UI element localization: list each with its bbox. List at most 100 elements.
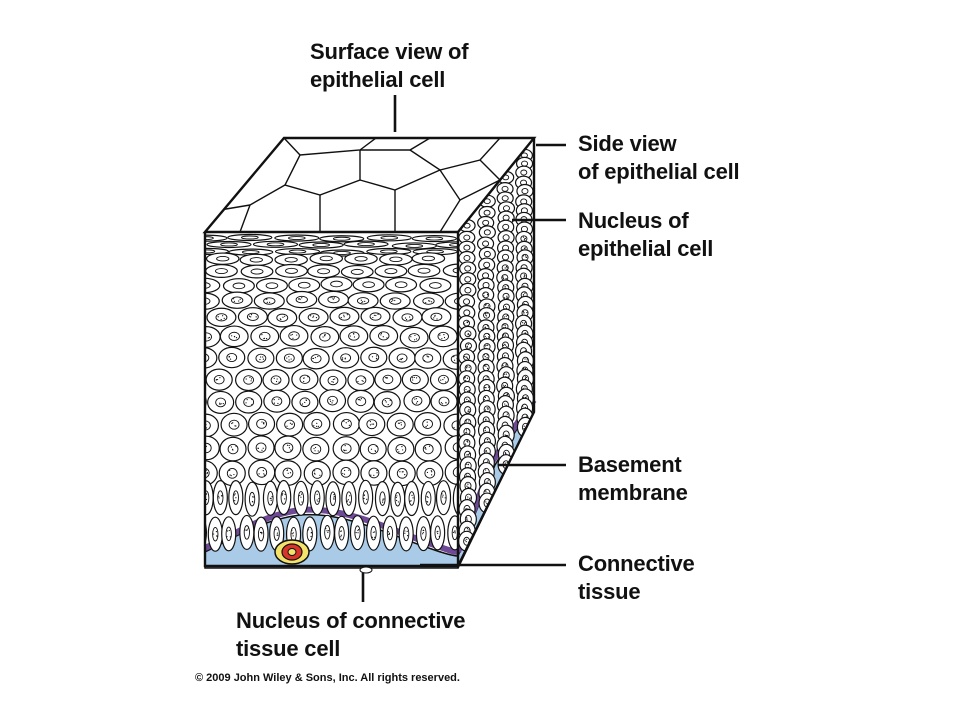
epithelial-cell [442,348,458,370]
epithelial-cell [269,516,285,552]
epithelial-cell [399,326,429,349]
epithelial-cell [414,347,442,369]
cell-nucleus [380,235,399,240]
cell-nucleus [307,313,320,322]
cell-nucleus [405,243,424,248]
epithelial-cell [303,460,331,487]
epithelial-cell [250,325,280,348]
cell-nucleus [394,419,406,430]
cell-nucleus [338,526,345,541]
epithelial-cell [404,480,420,517]
cell-nucleus [241,250,260,255]
epithelial-cell [334,515,350,551]
epithelial-cell [386,412,414,437]
epithelial-cell [319,235,365,243]
epithelial-cell [274,234,320,242]
cell-nucleus [463,375,471,383]
cell-nucleus [282,442,294,453]
cell-nucleus [355,396,367,407]
epithelial-cell [332,411,361,436]
cell-nucleus [232,282,246,290]
cell-nucleus [212,526,219,542]
cell-nucleus [438,396,450,407]
cell-nucleus [288,249,307,254]
cell-nucleus [175,243,192,246]
cell-nucleus [463,234,471,241]
epithelial-cell [221,516,237,552]
epithelial-cell [416,460,444,486]
epithelial-cell [219,436,247,462]
cell-nucleus [248,491,256,507]
cell-nucleus [255,442,267,453]
epithelial-cell [235,390,263,414]
epithelial-cell [262,480,279,516]
epithelial-cell [247,347,275,370]
cell-nucleus [422,443,434,455]
epithelial-cell [359,436,387,462]
cell-nucleus [520,169,528,176]
connective-tissue-nucleus [274,539,310,565]
cell-nucleus [243,397,255,407]
epithelial-cell [458,250,476,266]
epithelial-cell [175,240,207,248]
cell-nucleus [382,374,394,385]
cell-nucleus [249,257,263,263]
epithelial-cell [310,326,340,348]
epithelial-cell [205,435,220,461]
epithelial-cell [248,459,276,486]
epithelial-cell [275,347,303,369]
cell-nucleus [464,406,472,414]
cell-nucleus [434,525,441,541]
epithelial-cell [411,252,446,265]
cell-nucleus [396,353,408,363]
cell-nucleus [483,250,491,258]
epithelial-cell [205,390,207,414]
epithelial-cell [459,272,477,287]
surface-cells [205,138,534,232]
cell-nucleus [464,287,472,294]
cell-nucleus [314,490,321,505]
cell-nucleus [285,267,298,274]
label-side-view: Side view of epithelial cell [578,131,740,184]
epithelial-cell [303,411,331,436]
epithelial-cell [205,347,218,369]
cell-nucleus [299,374,311,384]
cell-nucleus [288,236,306,240]
epithelial-cell [329,306,360,327]
epithelial-cell [221,291,253,309]
epithelial-cell [358,412,386,437]
cell-nucleus [502,223,510,231]
cell-nucleus [502,234,510,241]
cell-nucleus [378,331,390,341]
epithelial-cell [252,240,299,248]
epithelial-cell [391,242,437,250]
epithelial-cell [414,436,442,462]
epithelial-cell [401,368,429,391]
cell-nucleus [225,526,232,542]
cell-nucleus [483,209,491,216]
epithelial-cell [413,412,442,436]
epithelial-cell [319,514,335,550]
cell-nucleus [256,467,268,478]
epithelial-cell [237,307,268,327]
cell-nucleus [205,249,216,254]
cell-nucleus [408,491,415,506]
cell-nucleus [502,253,509,261]
epithelial-cell [398,516,414,552]
epithelial-cell [442,263,458,278]
cell-nucleus [502,205,510,212]
epithelial-cell [379,253,413,266]
cell-nucleus [311,468,323,479]
cell-nucleus [482,363,490,372]
epithelial-cell [274,460,302,486]
epithelial-cell [360,460,388,486]
cell-nucleus [317,268,331,275]
cell-nucleus [217,490,224,505]
epithelial-cell [235,368,263,392]
epithelial-cell [274,247,321,256]
epithelial-cell [253,292,285,310]
cell-nucleus [421,255,436,262]
epithelial-cell [360,306,391,327]
cell-nucleus [226,468,238,479]
